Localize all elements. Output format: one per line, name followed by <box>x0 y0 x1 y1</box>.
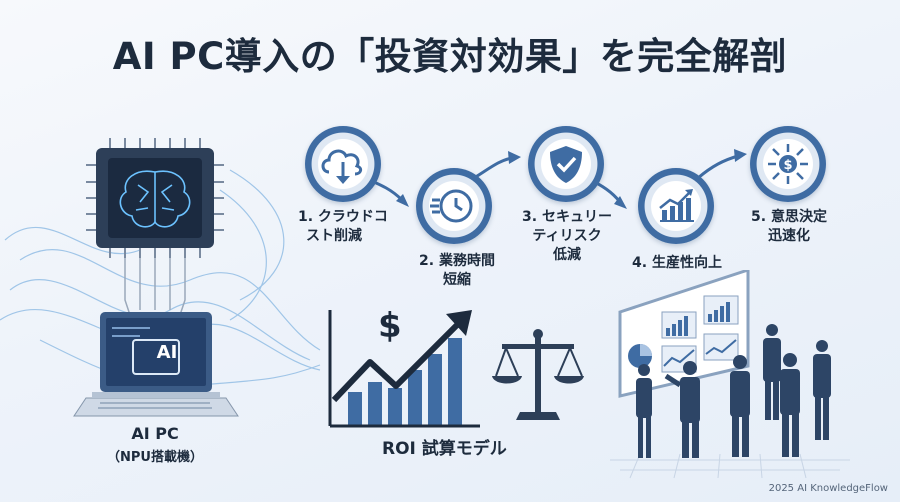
step-5-line-1: 5. 意思決定 <box>751 209 827 225</box>
roi-caption: ROI 試算モデル <box>382 439 507 459</box>
shield-check-icon <box>550 146 582 183</box>
laptop-caption: AI PC <box>131 424 179 443</box>
cloud-download-icon <box>321 149 363 184</box>
step-2-line-2: 短縮 <box>443 272 471 288</box>
step-2-label: 2. 業務時間 短縮 <box>402 252 512 290</box>
step-4-line-1: 4. 生産性向上 <box>632 255 722 271</box>
page-title: AI PC導入の「投資対効果」を完全解剖 <box>112 35 788 78</box>
people <box>636 324 831 458</box>
ai-chip-laptop-illustration <box>0 138 321 417</box>
balance-scale-icon <box>492 329 584 420</box>
step-5-circle: $ <box>750 126 826 202</box>
footer-credit: 2025 AI KnowledgeFlow <box>768 483 888 494</box>
chip-wires <box>124 258 186 316</box>
presentation-board <box>618 270 750 398</box>
step-1-circle <box>305 126 381 202</box>
svg-text:$: $ <box>783 158 792 173</box>
growth-chart-icon <box>659 189 694 222</box>
step-3-line-2: ティリスク <box>532 228 602 244</box>
step-1-line-1: 1. クラウドコ <box>298 209 388 225</box>
step-5-label: 5. 意思決定 迅速化 <box>734 208 844 246</box>
step-3-circle <box>528 126 604 202</box>
clock-icon <box>430 189 473 223</box>
step-3-line-3: 低減 <box>553 247 581 263</box>
step-4-label: 4. 生産性向上 <box>622 254 732 273</box>
step-3-label: 3. セキュリー ティリスク 低減 <box>512 208 622 265</box>
floor-grid <box>610 453 850 479</box>
step-2-circle <box>416 168 492 244</box>
step-3-line-1: 3. セキュリー <box>522 209 612 225</box>
step-1-label: 1. クラウドコ スト削減 <box>298 208 408 246</box>
roi-dollar-symbol: $ <box>378 306 402 346</box>
step-2-line-1: 2. 業務時間 <box>419 253 495 269</box>
dollar-arrows-icon: $ <box>768 144 808 184</box>
laptop-sub-caption: （NPU搭載機） <box>107 450 203 465</box>
brain-icon <box>119 170 191 228</box>
step-1-line-2: スト削減 <box>306 228 362 244</box>
step-4-circle <box>638 168 714 244</box>
chip-pins <box>86 138 224 258</box>
step-5-line-2: 迅速化 <box>768 228 810 244</box>
business-presentation-illustration <box>610 270 850 479</box>
roi-bar-chart-illustration <box>328 310 480 428</box>
laptop-screen-text: AI <box>156 342 178 363</box>
